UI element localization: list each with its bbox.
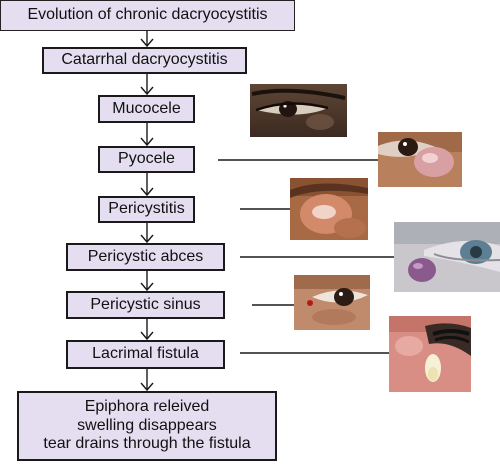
stage-label: Catarrhal dacryocystitis bbox=[61, 51, 227, 69]
stage-catarrhal-dacryocystitis: Catarrhal dacryocystitis bbox=[42, 47, 247, 74]
pericystitis-eye-photo bbox=[290, 178, 368, 240]
outcome-line: swelling disappears bbox=[43, 417, 250, 435]
stage-label: Pericystitis bbox=[108, 200, 184, 218]
arrow-abces-to-sinus bbox=[141, 271, 153, 290]
arrow-fistula-to-outcome bbox=[141, 369, 153, 390]
stage-pericystic-sinus: Pericystic sinus bbox=[66, 291, 225, 319]
title-text: Evolution of chronic dacryocystitis bbox=[27, 6, 267, 24]
lacrimal-fistula-eye-photo bbox=[389, 316, 471, 392]
arrow-pericystitis-to-abces bbox=[141, 223, 153, 242]
outcome-box: Epiphora releived swelling disappears te… bbox=[17, 391, 277, 461]
stage-label: Pyocele bbox=[118, 150, 175, 168]
outcome-line: tear drains through the fistula bbox=[43, 435, 250, 453]
stage-pyocele: Pyocele bbox=[98, 146, 195, 173]
pericystic-sinus-eye-photo bbox=[294, 275, 370, 330]
title-box: Evolution of chronic dacryocystitis bbox=[0, 0, 295, 31]
stage-pericystic-abces: Pericystic abces bbox=[66, 243, 225, 271]
stage-label: Pericystic sinus bbox=[90, 296, 200, 314]
arrow-title-to-catarrhal bbox=[141, 31, 153, 46]
arrow-pyocele-to-pericystitis bbox=[141, 173, 153, 195]
stage-label: Lacrimal fistula bbox=[92, 345, 199, 363]
stage-pericystitis: Pericystitis bbox=[98, 196, 195, 223]
pericystic-abces-eye-photo bbox=[394, 222, 500, 292]
pyocele-eye-photo bbox=[378, 132, 462, 187]
stage-label: Pericystic abces bbox=[88, 248, 204, 266]
mucocele-eye-photo bbox=[250, 84, 347, 137]
outcome-line: Epiphora releived bbox=[43, 398, 250, 416]
stage-label: Mucocele bbox=[112, 100, 180, 118]
stage-mucocele: Mucocele bbox=[98, 95, 195, 123]
arrow-sinus-to-fistula bbox=[141, 319, 153, 339]
stage-lacrimal-fistula: Lacrimal fistula bbox=[66, 340, 225, 369]
arrow-catarrhal-to-mucocele bbox=[141, 74, 153, 94]
arrow-mucocele-to-pyocele bbox=[141, 123, 153, 145]
